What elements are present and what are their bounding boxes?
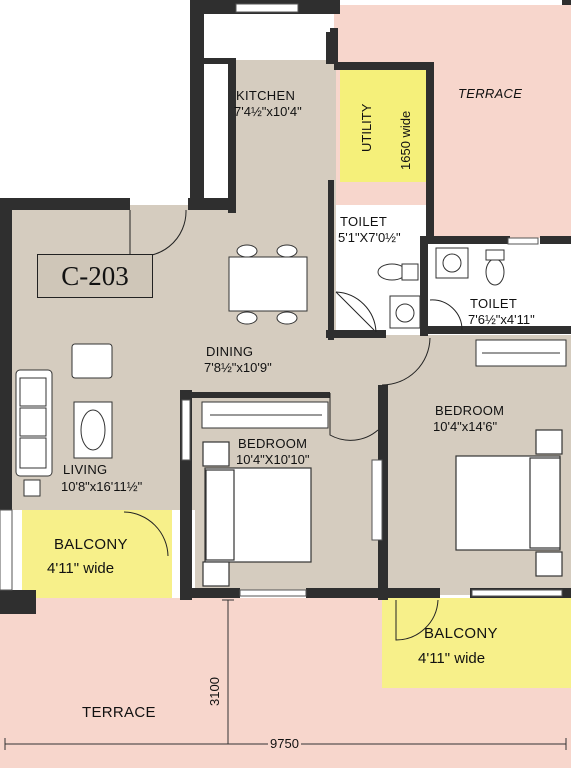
- balcony2-name: BALCONY: [424, 625, 498, 642]
- utility-area: [340, 68, 428, 182]
- coffee-table: [73, 401, 113, 459]
- bed-bedroom2: [455, 429, 563, 577]
- balcony1-name: BALCONY: [54, 536, 128, 553]
- toilet-fixtures: [377, 247, 505, 329]
- dimension-depth: 3100: [207, 677, 222, 706]
- wardrobe-bedroom2: [475, 339, 567, 367]
- toilet1-name: TOILET: [340, 214, 388, 229]
- balcony2-area: [382, 598, 571, 688]
- bedroom1-size: 10'4"X10'10": [236, 452, 310, 467]
- dining-name: DINING: [206, 344, 254, 359]
- toilet2-name: TOILET: [470, 296, 518, 311]
- door-swings: [123, 209, 463, 641]
- bedroom2-size: 10'4"x14'6": [433, 419, 498, 434]
- walls: [0, 0, 571, 614]
- utility-size: 1650 wide: [398, 110, 413, 170]
- kitchen-name: KITCHEN: [236, 88, 296, 103]
- unit-code-label: C-203: [37, 254, 153, 298]
- toilet2-size: 7'6½"x4'11": [468, 312, 535, 327]
- balcony1-size: 4'11" wide: [47, 560, 115, 577]
- wardrobe-bedroom1: [201, 401, 329, 429]
- terrace-bottom-name: TERRACE: [82, 704, 156, 721]
- toilet1-size: 5'1"X7'0½": [338, 230, 401, 245]
- balcony2-size: 4'11" wide: [418, 650, 486, 667]
- bedroom2-name: BEDROOM: [435, 403, 505, 418]
- armchair: [71, 343, 113, 379]
- sofa: [15, 369, 53, 477]
- terrace-top-name: TERRACE: [458, 86, 523, 101]
- kitchen-size: 7'4½"x10'4": [234, 104, 302, 119]
- plant-icon: [23, 479, 41, 497]
- balcony1-area: [22, 510, 172, 598]
- living-size: 10'8"x16'11½": [61, 479, 143, 494]
- windows: [0, 3, 563, 597]
- dining-size: 7'8½"x10'9": [204, 360, 272, 375]
- kitchen-floor: [234, 60, 336, 210]
- bed-bedroom1: [202, 441, 312, 587]
- dining-table: [228, 244, 308, 325]
- dimension-width: 9750: [268, 736, 301, 751]
- bedroom1-name: BEDROOM: [238, 436, 308, 451]
- utility-name: UTILITY: [359, 103, 374, 152]
- living-name: LIVING: [63, 462, 108, 477]
